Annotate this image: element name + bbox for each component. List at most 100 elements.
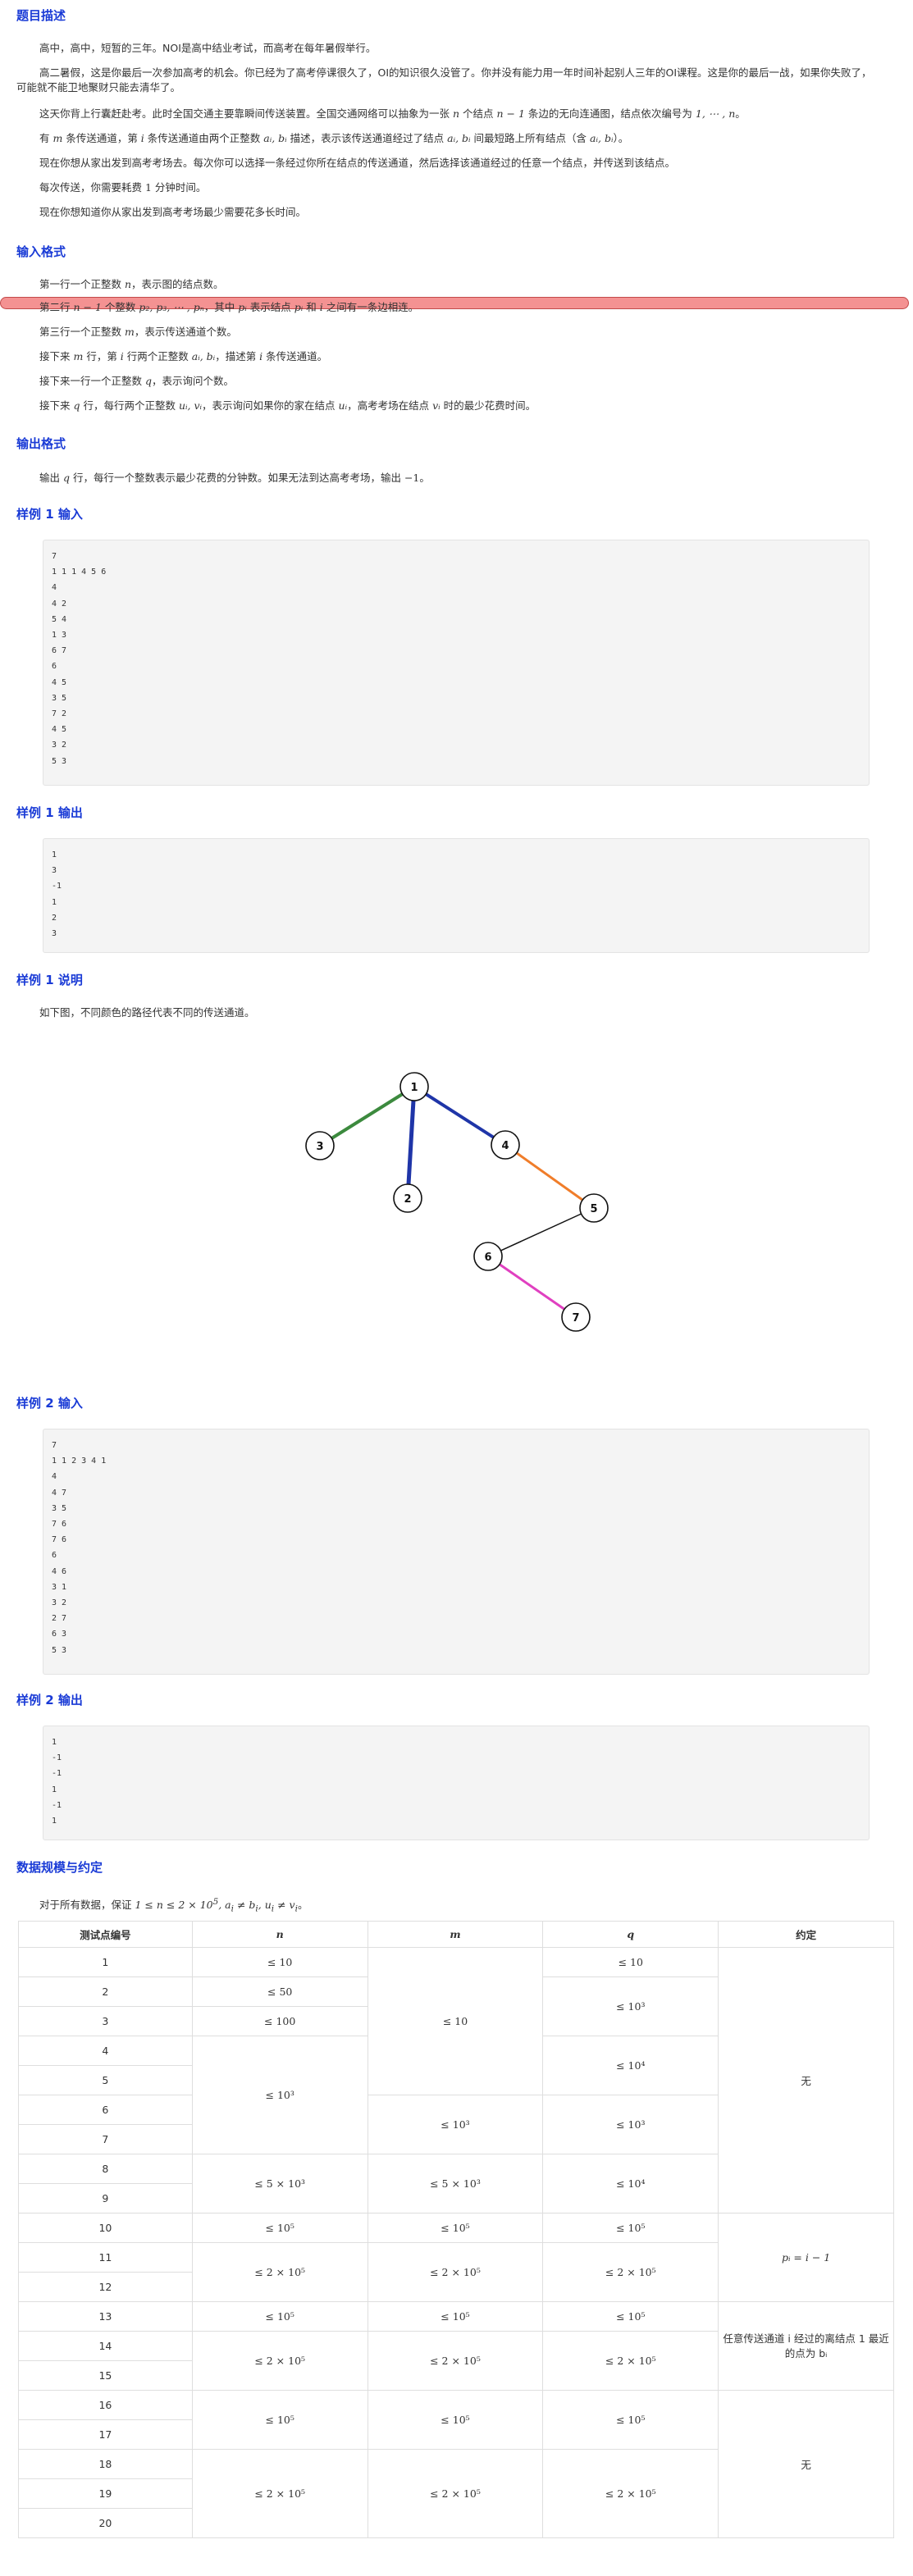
table-row: 1 ≤ 10 ≤ 10 ≤ 10 无 <box>18 1947 894 2214</box>
q-cell: ≤ 10³ <box>542 1976 719 2036</box>
table-row: 16 ≤ 10⁵ ≤ 10⁵ ≤ 10⁵ 无 <box>18 2390 894 2538</box>
section-title-input: 输入格式 <box>16 244 66 259</box>
m-cell: ≤ 5 × 10³ <box>367 2154 544 2214</box>
n-cell: ≤ 10³ <box>191 2036 368 2154</box>
q-cell: ≤ 10³ <box>542 2095 719 2154</box>
input-line-4: 接下来 m 行，第 i 行两个正整数 aᵢ, bᵢ，描述第 i 条传送通道。 <box>39 350 328 362</box>
test-id-cell: 17 <box>18 2419 193 2450</box>
desc-paragraph-5: 现在你想从家出发到高考考场去。每次你可以选择一条经过你所在结点的传送通道，然后选… <box>39 157 676 169</box>
table-row: 12 <box>18 2272 894 2302</box>
m-cell: ≤ 10⁵ <box>367 2390 544 2450</box>
section-title-constraints: 数据规模与约定 <box>16 1860 103 1875</box>
explanation-text: 如下图，不同颜色的路径代表不同的传送通道。 <box>39 1006 255 1019</box>
table-row: 10 ≤ 10⁵ ≤ 10⁵ ≤ 10⁵ pᵢ = i − 1 <box>18 2213 894 2302</box>
test-id-cell: 10 <box>18 2213 193 2243</box>
graph-node-5: 5 <box>579 1193 609 1223</box>
convention-cell: 无 <box>718 1947 894 2214</box>
desc-paragraph-6: 每次传送，你需要耗费 1 分钟时间。 <box>39 181 207 194</box>
input-line-6: 接下来 q 行，每行两个正整数 uᵢ, vᵢ，表示询问如果你的家在结点 uᵢ，高… <box>39 399 536 412</box>
test-id-cell: 7 <box>18 2124 193 2154</box>
n-cell: ≤ 2 × 10⁵ <box>191 2449 368 2538</box>
n-cell: ≤ 2 × 10⁵ <box>191 2242 368 2302</box>
graph-edge-1-4 <box>413 1085 507 1147</box>
sample2-input-block[interactable]: 7 1 1 2 3 4 1 4 4 7 3 5 7 6 7 6 6 4 6 3 … <box>43 1429 870 1675</box>
section-title-sample1-explanation: 样例 1 说明 <box>16 973 83 987</box>
desc-paragraph-7: 现在你想知道你从家出发到高考考场最少需要花多长时间。 <box>39 206 307 218</box>
test-id-cell: 14 <box>18 2331 193 2361</box>
table-row: 2 ≤ 50 ≤ 10³ <box>18 1976 894 2036</box>
header-convention: 约定 <box>718 1921 894 1948</box>
sample2-output-block[interactable]: 1 -1 -1 1 -1 1 <box>43 1726 870 1840</box>
test-id-cell: 18 <box>18 2449 193 2479</box>
m-cell: ≤ 2 × 10⁵ <box>367 2449 544 2538</box>
table-row: 4 ≤ 10³ ≤ 10⁴ <box>18 2036 894 2154</box>
test-id-cell: 15 <box>18 2360 193 2391</box>
test-id-cell: 6 <box>18 2095 193 2125</box>
test-id-cell: 3 <box>18 2006 193 2036</box>
q-cell: ≤ 2 × 10⁵ <box>542 2242 719 2302</box>
table-row: 15 <box>18 2360 894 2391</box>
test-id-cell: 12 <box>18 2272 193 2302</box>
q-cell: ≤ 10 <box>542 1947 719 1977</box>
n-cell: ≤ 5 × 10³ <box>191 2154 368 2214</box>
output-line: 输出 q 行，每行一个整数表示最少花费的分钟数。如果无法到达高考考场，输出 −1… <box>39 472 430 484</box>
header-test-id: 测试点编号 <box>18 1921 193 1948</box>
q-cell: ≤ 10⁵ <box>542 2301 719 2332</box>
section-title-sample1-output: 样例 1 输出 <box>16 805 83 820</box>
desc-paragraph-1: 高中，高中，短暂的三年。NOI是高中结业考试，而高考在每年暑假举行。 <box>39 42 377 54</box>
graph-node-6: 6 <box>473 1242 503 1271</box>
n-cell: ≤ 10⁵ <box>191 2390 368 2450</box>
graph-node-label: 5 <box>590 1203 597 1215</box>
table-row: 18 ≤ 2 × 10⁵ ≤ 2 × 10⁵ ≤ 2 × 10⁵ <box>18 2449 894 2538</box>
graph-node-label: 1 <box>410 1082 418 1094</box>
q-cell: ≤ 10⁵ <box>542 2213 719 2243</box>
test-id-cell: 8 <box>18 2154 193 2184</box>
highlight-marker <box>0 297 909 309</box>
section-title-output: 输出格式 <box>16 436 66 451</box>
m-cell: ≤ 2 × 10⁵ <box>367 2242 544 2302</box>
n-cell: ≤ 10 <box>191 1947 368 1977</box>
table-row: 19 <box>18 2478 894 2509</box>
graph-node-1: 1 <box>399 1072 429 1101</box>
test-id-cell: 16 <box>18 2390 193 2420</box>
test-id-cell: 1 <box>18 1947 193 1977</box>
convention-cell: 无 <box>718 2390 894 2538</box>
convention-cell: pᵢ = i − 1 <box>718 2213 894 2302</box>
test-id-cell: 11 <box>18 2242 193 2273</box>
header-q: q <box>542 1921 719 1948</box>
header-n: n <box>191 1921 368 1948</box>
graph-node-3: 3 <box>305 1131 335 1160</box>
table-row: 17 <box>18 2419 894 2450</box>
table-header-row: 测试点编号 n m q 约定 <box>18 1921 894 1948</box>
input-line-3: 第三行一个正整数 m，表示传送通道个数。 <box>39 326 237 338</box>
header-m: m <box>367 1921 544 1948</box>
sample1-output-block[interactable]: 1 3 -1 1 2 3 <box>43 838 870 953</box>
q-cell: ≤ 10⁴ <box>542 2154 719 2214</box>
convention-cell: 任意传送通道 i 经过的离结点 1 最近的点为 bᵢ <box>718 2301 894 2391</box>
test-id-cell: 5 <box>18 2065 193 2095</box>
graph-node-4: 4 <box>491 1130 520 1160</box>
n-cell: ≤ 10⁵ <box>191 2301 368 2332</box>
table-row: 11 ≤ 2 × 10⁵ ≤ 2 × 10⁵ ≤ 2 × 10⁵ <box>18 2242 894 2302</box>
constraints-table: 测试点编号 n m q 约定 1 ≤ 10 ≤ 10 ≤ 10 无 2 ≤ 50… <box>18 1921 894 2538</box>
m-cell: ≤ 10 <box>367 1947 544 2095</box>
graph-edge-1-2 <box>405 1084 417 1201</box>
m-cell: ≤ 10⁵ <box>367 2213 544 2243</box>
graph-edges <box>318 1084 596 1319</box>
graph-edge-4-5 <box>504 1143 596 1210</box>
graph-edge-6-7 <box>486 1255 577 1319</box>
desc-paragraph-4: 有 m 条传送通道，第 i 条传送通道由两个正整数 aᵢ, bᵢ 描述，表示该传… <box>39 132 629 144</box>
test-id-cell: 13 <box>18 2301 193 2332</box>
constraints-line: 对于所有数据，保证 1 ≤ n ≤ 2 × 105, ai ≠ bi, ui ≠… <box>39 1897 308 1914</box>
graph-edge-5-6 <box>487 1207 595 1257</box>
sample1-input-block[interactable]: 7 1 1 1 4 5 6 4 4 2 5 4 1 3 6 7 6 4 5 3 … <box>43 540 870 786</box>
graph-node-label: 2 <box>404 1193 411 1206</box>
input-line-1: 第一行一个正整数 n，表示图的结点数。 <box>39 278 224 290</box>
graph-node-label: 3 <box>316 1141 323 1153</box>
table-row: 20 <box>18 2508 894 2538</box>
test-id-cell: 9 <box>18 2183 193 2214</box>
test-id-cell: 4 <box>18 2036 193 2066</box>
table-row: 13 ≤ 10⁵ ≤ 10⁵ ≤ 10⁵ 任意传送通道 i 经过的离结点 1 最… <box>18 2301 894 2391</box>
